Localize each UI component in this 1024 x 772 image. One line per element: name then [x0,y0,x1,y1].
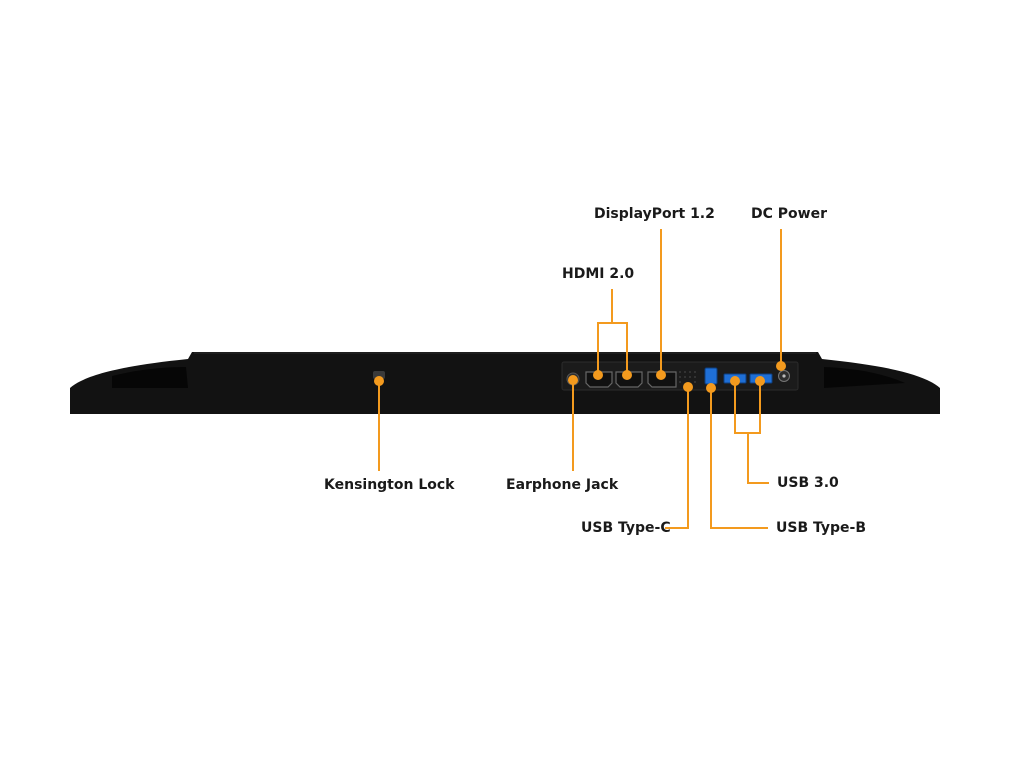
usb-30-leader [747,433,769,484]
usb-type-b-port [704,367,718,385]
earphone-jack-label: Earphone Jack [506,477,619,493]
usb-30-label: USB 3.0 [777,475,839,491]
monitor-right-recess [824,367,905,388]
kensington-marker [374,376,384,386]
usb-30-marker-2 [755,376,765,386]
dc-power-marker [776,361,786,371]
usb-type-b-leader [710,389,768,529]
hdmi-1-marker [593,370,603,380]
usb-type-b-marker [706,383,716,393]
hdmi-bracket [597,322,628,373]
dc-power-label: DC Power [751,206,827,222]
displayport-marker [656,370,666,380]
usb-type-c-marker [683,382,693,392]
dc-power-pin [782,374,786,378]
displayport-label: DisplayPort 1.2 [594,206,715,222]
hdmi-2-marker [622,370,632,380]
usb-type-b-label: USB Type-B [776,520,867,536]
earphone-marker [568,375,578,385]
kensington-lock-label: Kensington Lock [324,477,455,493]
hdmi-label: HDMI 2.0 [562,266,635,282]
usb-type-c-label: USB Type-C [581,520,671,536]
usb-30-marker-1 [730,376,740,386]
vent-dots [679,371,696,383]
monitor-left-recess [112,367,188,388]
usb-type-c-leader [665,389,689,529]
monitor-body [70,352,940,414]
